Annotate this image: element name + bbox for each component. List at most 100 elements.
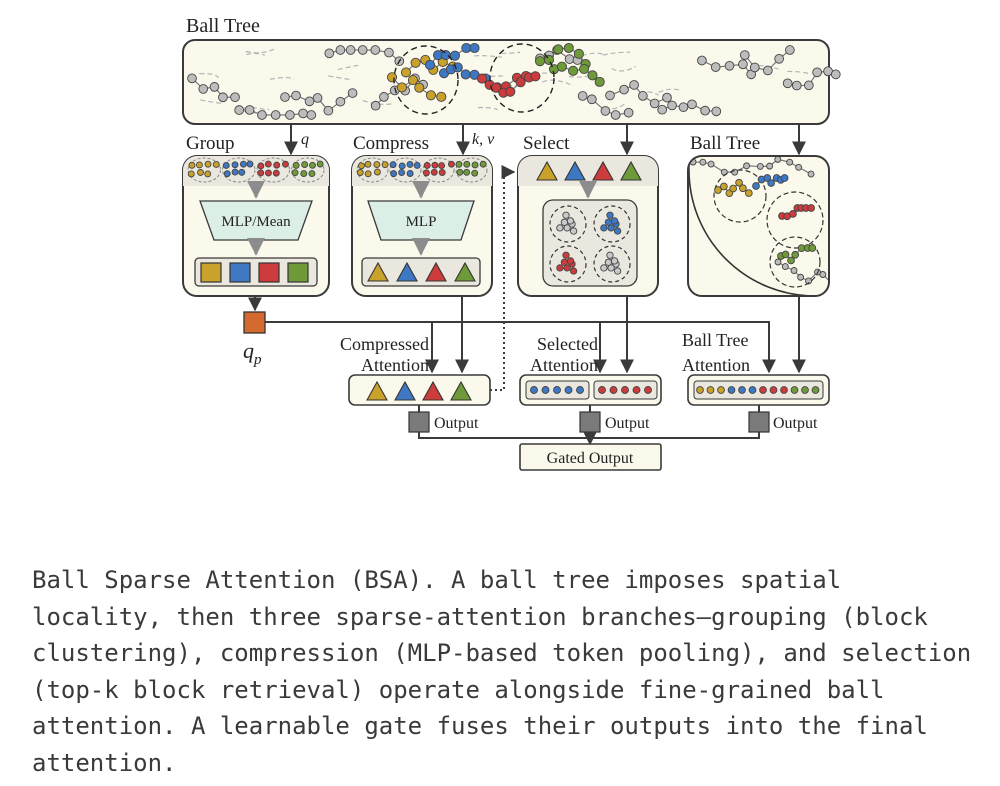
token-dot: [379, 92, 389, 102]
token-dot: [316, 160, 324, 168]
token-dot: [619, 84, 629, 95]
qp-label: qp: [243, 338, 262, 368]
token-dot: [667, 100, 677, 111]
token-triangle: [450, 380, 472, 401]
token-dot: [785, 45, 795, 55]
token-dot: [807, 204, 816, 212]
token-dot: [407, 75, 418, 86]
token-dot: [239, 160, 247, 168]
token-dot: [606, 251, 614, 259]
output-label-compressed: Output: [434, 415, 479, 432]
token-dot: [803, 80, 814, 91]
token-dot: [197, 169, 204, 176]
yellow-square-icon: [200, 262, 222, 283]
token-dot: [335, 96, 346, 107]
mlp-block: [367, 200, 475, 241]
token-triangle: [422, 380, 444, 401]
compressed-attention-tokens: [366, 380, 472, 401]
token-dot: [577, 91, 588, 101]
token-dot: [605, 90, 615, 101]
token-dot: [743, 162, 751, 170]
token-dot: [324, 48, 335, 59]
token-dot: [282, 160, 289, 168]
token-dot: [610, 217, 619, 225]
token-dot: [738, 386, 746, 394]
token-dot: [222, 161, 230, 169]
token-dot: [357, 162, 365, 170]
ball-tree-panel: Ball Tree: [687, 133, 830, 297]
token-dot: [790, 267, 798, 274]
token-dot: [808, 244, 817, 252]
green-square-icon: [287, 262, 309, 283]
token-dot: [604, 218, 613, 226]
token-dot: [699, 158, 707, 166]
token-dot: [257, 110, 267, 120]
token-dot: [406, 170, 414, 177]
token-dot: [562, 211, 570, 219]
token-dot: [476, 73, 488, 84]
token-dot: [436, 91, 447, 102]
token-dot: [600, 264, 608, 272]
token-triangle: [425, 261, 447, 282]
figure-caption: Ball Sparse Attention (BSA). A ball tree…: [32, 566, 986, 777]
balltree-attention-label: Ball Tree: [682, 330, 749, 350]
token-dot: [422, 169, 430, 177]
token-dot: [244, 105, 255, 115]
selected-attention-tokens: [530, 386, 652, 394]
mlp-mean-label: MLP/Mean: [221, 214, 291, 230]
token-triangle: [396, 261, 418, 282]
token-dot: [623, 107, 634, 118]
token-triangle: [620, 160, 642, 181]
selected-attention-label: Selected: [537, 334, 598, 354]
token-dot: [566, 217, 575, 225]
token-dot: [613, 267, 622, 275]
token-dot: [566, 257, 575, 265]
token-dot: [774, 258, 782, 266]
token-dot: [807, 170, 815, 178]
token-dot: [356, 169, 364, 176]
token-dot: [218, 92, 228, 103]
token-dot: [357, 45, 368, 55]
token-dot: [471, 161, 479, 169]
token-dot: [273, 161, 281, 169]
token-dot: [598, 386, 606, 394]
token-dot: [301, 161, 309, 169]
token-dot: [763, 65, 773, 76]
token-dot: [707, 160, 715, 168]
token-dot: [400, 67, 412, 78]
token-dot: [323, 105, 334, 116]
token-triangle: [536, 160, 558, 181]
token-dot: [774, 157, 782, 163]
token-dot: [805, 277, 812, 285]
token-dot: [564, 54, 575, 64]
token-dot: [264, 169, 272, 177]
token-dot: [291, 169, 299, 177]
token-dot: [573, 48, 584, 59]
token-dot: [687, 99, 697, 110]
token-dot: [644, 386, 652, 394]
select-title: Select: [523, 133, 570, 154]
token-dot: [729, 184, 737, 193]
token-dot: [280, 92, 290, 102]
compressed-tokens: [367, 261, 476, 282]
token-dot: [389, 161, 397, 169]
balltree-attention-tokens: [696, 386, 820, 394]
output-node-balltree: [748, 411, 770, 433]
token-dot: [769, 386, 778, 394]
token-dot: [711, 106, 722, 117]
token-dot: [811, 386, 820, 394]
token-dot: [187, 170, 195, 178]
token-dot: [463, 160, 471, 168]
token-dot: [717, 386, 725, 394]
group-panel: Group MLP/Mean: [182, 133, 330, 297]
token-dot: [198, 84, 209, 94]
token-dot: [562, 251, 570, 259]
token-dot: [735, 178, 743, 187]
token-dot: [423, 162, 431, 169]
token-dot: [390, 170, 398, 178]
token-dot: [724, 60, 735, 71]
token-dot: [609, 386, 618, 394]
select-panel: Select: [517, 133, 659, 297]
token-dot: [613, 227, 622, 235]
token-dot: [469, 42, 480, 54]
